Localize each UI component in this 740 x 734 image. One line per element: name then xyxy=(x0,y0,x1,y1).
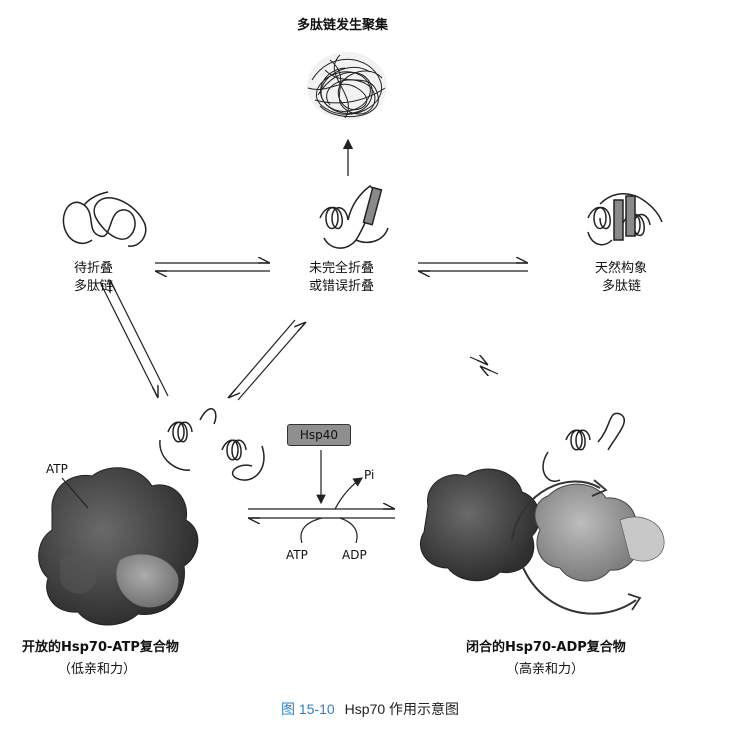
label-closed-affinity: （高亲和力） xyxy=(506,662,585,677)
equilibrium-unfold-to-complex xyxy=(99,280,169,398)
hsp40-box: Hsp40 xyxy=(287,424,351,446)
label-native-line2: 多肽链 xyxy=(602,279,642,294)
equilibrium-unfold-misfold xyxy=(155,263,270,271)
label-open-affinity: （低亲和力） xyxy=(58,662,137,677)
aggregate-tangle xyxy=(307,52,387,120)
label-atp-bound: ATP xyxy=(46,462,68,476)
conformation-change-arrows xyxy=(511,479,642,615)
label-to-fold-line2: 多肽链 xyxy=(74,279,114,294)
bound-peptide-helices xyxy=(159,408,265,481)
closed-bound-peptides xyxy=(542,412,626,483)
label-misfold-line1: 未完全折叠 xyxy=(309,261,375,276)
figure-caption: 图 15-10 Hsp70 作用示意图 xyxy=(0,699,740,719)
equilibrium-misfold-to-complex xyxy=(228,319,306,401)
label-misfold-line2: 或错误折叠 xyxy=(309,279,375,294)
label-pi: Pi xyxy=(364,468,375,482)
closed-hsp70-adp-complex xyxy=(419,468,665,582)
atp-hydrolysis-reaction xyxy=(248,450,395,544)
label-aggregation: 多肽链发生聚集 xyxy=(297,18,389,33)
unfolded-chain xyxy=(62,191,147,247)
open-hsp70-atp-complex xyxy=(38,467,199,626)
equilibrium-misfold-native xyxy=(418,263,528,271)
label-native-line1: 天然构象 xyxy=(595,261,648,276)
misfolded-structure xyxy=(319,185,389,249)
label-adp-output: ADP xyxy=(342,548,367,562)
figure-number: 图 15-10 xyxy=(280,701,335,717)
label-closed-complex: 闭合的Hsp70-ADP复合物 xyxy=(466,640,626,655)
label-atp-input: ATP xyxy=(286,548,308,562)
label-open-complex: 开放的Hsp70-ATP复合物 xyxy=(22,640,179,655)
figure-title: Hsp70 作用示意图 xyxy=(344,701,460,717)
atp-pointer-line xyxy=(61,477,89,509)
label-to-fold-line1: 待折叠 xyxy=(74,261,114,276)
equilibrium-misfold-to-closed xyxy=(469,357,499,374)
native-structure xyxy=(587,192,663,246)
